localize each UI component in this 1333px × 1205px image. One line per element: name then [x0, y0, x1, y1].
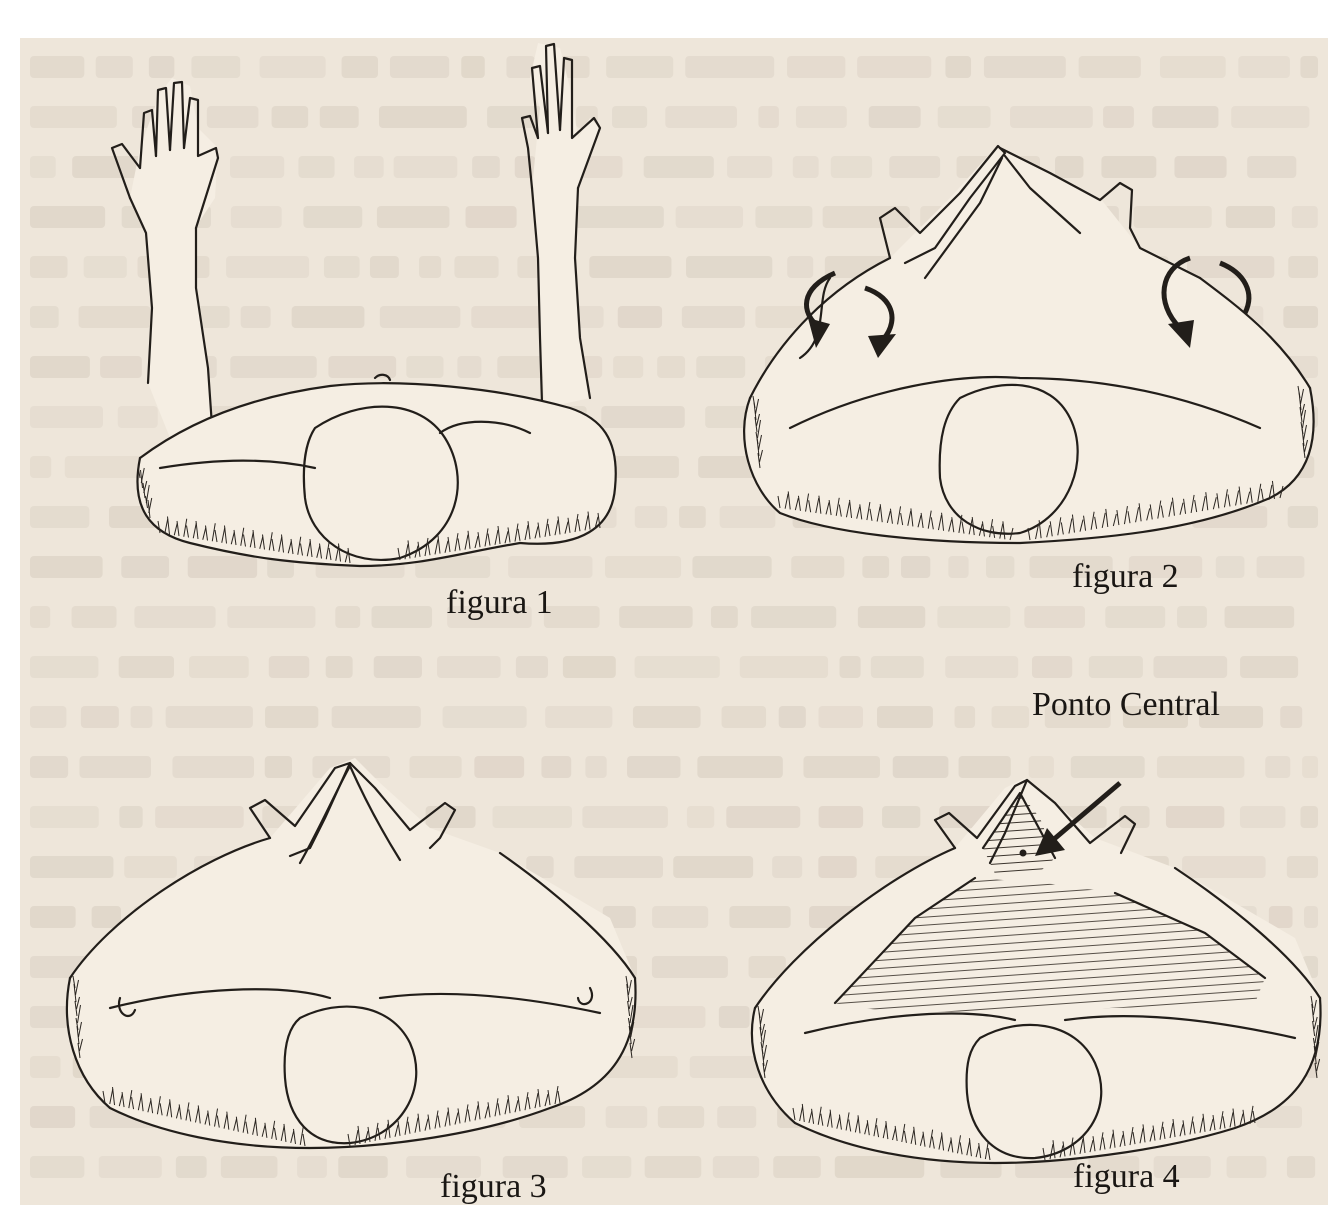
figure-2-hands-joined-rotation-illustration [720, 138, 1320, 558]
ponto-central-label: Ponto Central [1032, 686, 1220, 724]
figure-4-caption: figura 4 [1073, 1158, 1180, 1196]
figure-2-caption: figura 2 [1072, 558, 1179, 596]
figure-1-arms-raised-illustration [100, 38, 640, 598]
figure-1-caption: figura 1 [446, 584, 553, 622]
figure-3-hands-triangle-illustration [50, 748, 640, 1168]
paper-sheet: figura 1 figura 2 [20, 38, 1328, 1205]
figure-3-caption: figura 3 [440, 1168, 547, 1205]
figure-4-central-point-illustration [735, 758, 1325, 1168]
